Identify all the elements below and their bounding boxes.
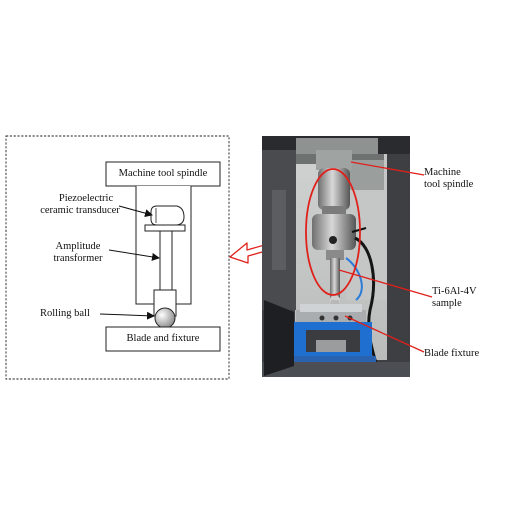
rolling-ball-arrow [99,311,155,320]
piezoelectric-transducer [150,205,185,226]
photo-sample-label-line2: sample [432,298,462,309]
rolling-ball [154,307,176,329]
spindle-highlight [305,168,361,296]
photo-spindle-label-line1: Machine [424,167,461,178]
spindle-callout [350,161,425,176]
blade-box [105,326,221,352]
blade-box-label: Blade and fixture [126,333,200,344]
photo-sample-label-line1: Ti-6Al-4V [432,286,477,297]
sample-callout [338,269,433,298]
photo-fixture-label: Blade fixture [424,348,480,359]
rolling-ball-label: Rolling ball [40,308,90,319]
transducer-plate [144,224,186,232]
amplitude-label-line2: transformer [53,253,103,264]
spindle-box [105,161,221,187]
photo-spindle-label-line2: tool spindle [424,179,474,190]
amplitude-arrow [108,249,160,261]
schematic-frame [5,135,230,380]
fixture-callout [344,315,425,353]
transducer-label-line1: Piezoelectric [58,193,114,204]
amplitude-label-line1: Amplitude [55,241,101,252]
amplitude-transformer [159,230,173,292]
spindle-box-label: Machine tool spindle [118,168,208,179]
transducer-label-line2: ceramic transducer [40,205,120,216]
machine-photo [262,136,410,377]
transducer-arrow [118,205,153,218]
